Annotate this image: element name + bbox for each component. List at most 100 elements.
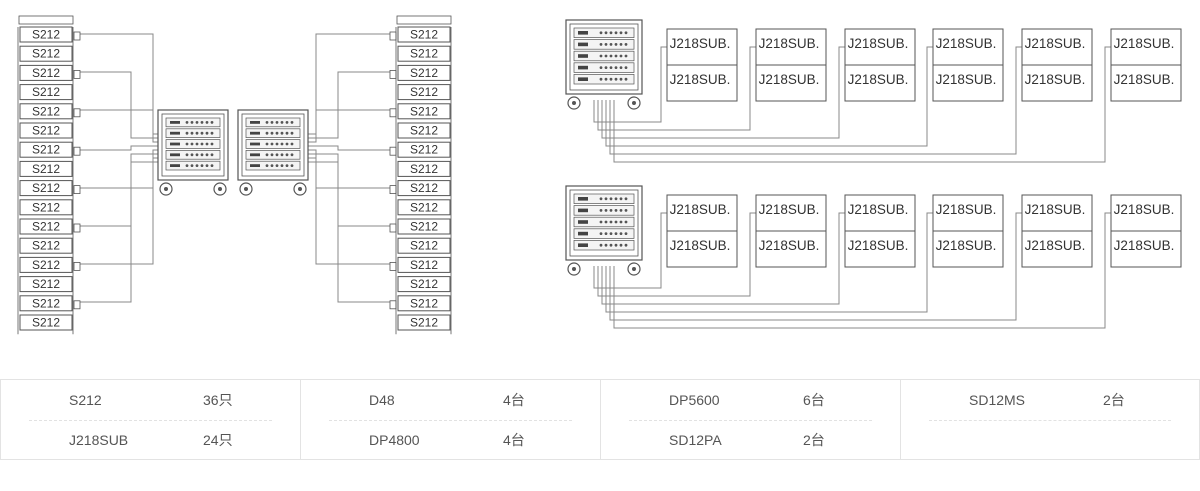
cable-line [308,149,392,189]
unit-knob [185,142,189,146]
speaker-cabinet [19,199,73,216]
unit-knob [604,243,608,247]
speaker-cabinet [397,160,451,177]
unit-knob [609,54,613,58]
unit-knob [604,43,608,46]
amp-rack [157,109,229,196]
rigging-frame [396,15,452,25]
subwoofer-cabinet [844,230,916,268]
unit-knob [285,153,289,157]
equipment-name: DP5600 [669,392,720,408]
subwoofer-label: J218SUB. [936,202,997,217]
unit-knob [195,121,199,124]
unit-knob [619,43,623,46]
subwoofer-cabinet [1021,194,1093,232]
unit-knob [599,43,603,46]
unit-knob [205,121,209,124]
unit-display [170,164,180,167]
unit-knob [280,164,284,168]
unit-knob [614,197,618,201]
connector-plate [73,146,81,156]
unit-knob [195,153,199,157]
cable-line [78,145,158,151]
unit-knob [205,142,209,146]
rack-unit [573,205,635,216]
speaker-label: S212 [32,85,60,99]
speaker-cabinet [397,295,451,312]
equipment-name: DP4800 [369,432,420,448]
subwoofer-group: J218SUB. J218SUB. J218SUB. J218SUB. J218SUB.… [565,185,1182,276]
subwoofer-label: J218SUB. [759,202,820,217]
cable-line [308,153,392,227]
speaker-label: S212 [410,296,438,310]
unit-knob [275,142,279,146]
unit-knob [185,153,189,157]
subwoofer-cabinet [666,64,738,102]
speaker-cabinet [397,26,451,43]
subwoofer-label: J218SUB. [936,36,997,51]
connector-plate [73,70,81,79]
rack-unit [573,228,635,239]
subwoofer-cabinet [1110,28,1182,66]
connector-plate [389,108,397,118]
unit-display [170,121,180,124]
speaker-cabinet [19,84,73,101]
connector-plate [389,300,397,310]
left-speaker-column: S212S212S212S212S212S212S212S212S212S212… [17,15,81,335]
unit-knob [285,121,289,124]
equipment-row: J218SUB 24只 [29,420,272,460]
speaker-label: S212 [32,143,60,157]
unit-knob [599,197,603,201]
unit-knob [265,164,269,168]
system-wiring-diagram: S212S212S212S212S212S212S212S212S212S212… [17,15,1182,335]
caster-hub [164,187,168,191]
unit-knob [190,153,194,157]
right-speaker-column: S212S212S212S212S212S212S212S212S212S212… [389,15,452,335]
equipment-row: SD12MS 2台 [929,380,1171,421]
unit-knob [270,121,274,124]
unit-display [578,208,588,213]
subwoofer-label: J218SUB. [1114,238,1175,253]
speaker-label: S212 [410,239,438,253]
cable-line [601,212,845,305]
connector-plate [73,223,81,233]
unit-knob [604,31,608,35]
subwoofer-label: J218SUB. [848,202,909,217]
amp-rack [237,109,309,196]
speaker-label: S212 [410,47,438,61]
subwoofer-cabinet [1110,230,1182,268]
cable-line [308,161,392,303]
unit-knob [275,153,279,157]
unit-knob [614,209,618,212]
speaker-cabinet [19,122,73,139]
unit-knob [609,43,613,46]
caster-hub [572,267,576,271]
speaker-cabinet [397,64,451,81]
speaker-label: S212 [410,28,438,42]
cable-line [593,46,667,123]
subwoofer-label: J218SUB. [848,238,909,253]
unit-knob [619,243,623,247]
rack-unit [573,27,635,38]
connector-plate [73,185,81,195]
subwoofer-cabinet [932,28,1004,66]
unit-knob [604,232,608,236]
unit-knob [185,164,189,168]
unit-display [250,142,260,146]
unit-knob [205,153,209,157]
connector-plate [73,108,81,118]
unit-knob [604,54,608,58]
unit-knob [290,131,294,135]
unit-knob [599,220,603,224]
subwoofer-cabinet [1021,28,1093,66]
unit-knob [210,131,214,135]
subwoofer-label: J218SUB. [670,36,731,51]
speaker-label: S212 [32,239,60,253]
unit-display [578,243,588,247]
speaker-label: S212 [410,277,438,291]
speaker-cabinet [19,276,73,293]
speaker-cabinet [397,122,451,139]
unit-knob [280,121,284,124]
unit-knob [614,232,618,236]
unit-knob [285,164,289,168]
